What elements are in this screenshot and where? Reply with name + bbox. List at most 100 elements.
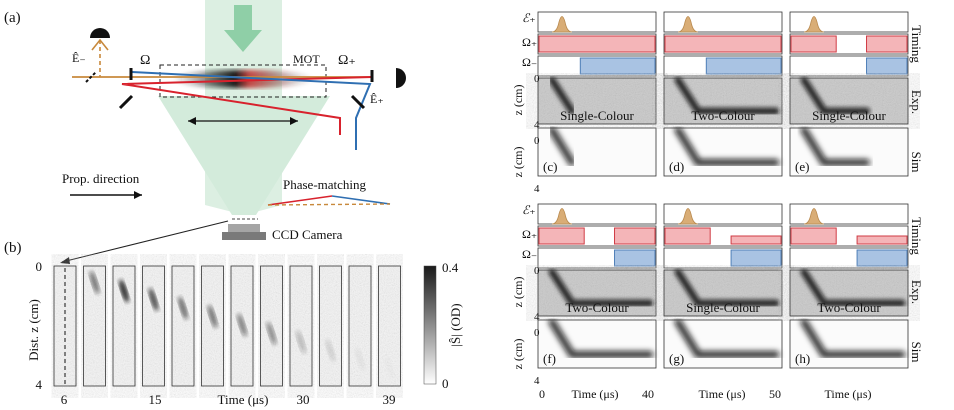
sub-panel-label: (e) bbox=[795, 159, 809, 174]
row-label-sim-bottom: Sim bbox=[909, 342, 924, 363]
b-xtick-2: 30 bbox=[297, 392, 310, 407]
b-frame-noise bbox=[83, 266, 106, 386]
b-frame-noise bbox=[349, 266, 371, 386]
omega-plus-pulse bbox=[614, 227, 656, 245]
sim-border bbox=[789, 319, 909, 369]
x-label-3: Time (μs) bbox=[825, 387, 872, 401]
b-frames bbox=[53, 265, 401, 387]
z0-a: 0 bbox=[534, 73, 540, 85]
panel-b-label: (b) bbox=[4, 240, 22, 256]
b-spinwave bbox=[325, 339, 336, 362]
colorbar-max: 0.4 bbox=[442, 260, 459, 275]
phase-matching-label: Phase-matching bbox=[283, 177, 367, 192]
b-frame-border bbox=[142, 265, 165, 387]
omega-minus-pulse bbox=[579, 57, 656, 75]
spinwave-trajectory bbox=[800, 268, 906, 307]
b-frame-noise bbox=[319, 266, 342, 386]
b-frame-border bbox=[112, 265, 136, 387]
grid-column: Two-Colour(h) bbox=[789, 203, 909, 369]
imaging-beam-cone bbox=[158, 96, 330, 215]
timing-row bbox=[789, 247, 909, 269]
exp-mode-label: Two-Colour bbox=[691, 108, 755, 123]
mirror-right bbox=[350, 94, 366, 110]
eps-label-bottom: ℰ₊ bbox=[522, 203, 536, 217]
b-frame-border bbox=[53, 265, 77, 387]
omega-plus-pulse bbox=[664, 227, 711, 245]
z-label-exp-bottom: z (cm) bbox=[511, 277, 525, 308]
timing-row bbox=[663, 11, 783, 33]
b-spinwave bbox=[148, 288, 159, 311]
z4-b: 4 bbox=[534, 183, 540, 195]
grid-column: Two-Colour (d) bbox=[663, 11, 783, 177]
omega-minus-pulse bbox=[856, 249, 908, 267]
omega-plus-pulse bbox=[866, 35, 908, 53]
sim-border bbox=[537, 319, 657, 369]
b-y-top: 0 bbox=[36, 259, 43, 274]
x-label-1: Time (μs) bbox=[572, 387, 619, 401]
omega-plus-pulse bbox=[856, 235, 908, 245]
ccd-label: CCD Camera bbox=[272, 227, 343, 242]
b-frame bbox=[260, 265, 283, 387]
x-label-2: Time (μs) bbox=[699, 387, 746, 401]
b-frame-noise bbox=[290, 266, 312, 386]
z0-b: 0 bbox=[534, 135, 540, 147]
exp-mode-label: Two-Colour bbox=[817, 300, 881, 315]
b-xtick-1: 15 bbox=[149, 392, 162, 407]
mirror-left bbox=[118, 94, 134, 110]
sub-panel-label: (g) bbox=[669, 351, 684, 366]
detector-top-icon bbox=[90, 28, 110, 38]
spinwave-trajectory bbox=[674, 318, 780, 359]
z-label-sim-bottom: z (cm) bbox=[511, 339, 525, 370]
eps-label-top: ℰ₊ bbox=[522, 11, 536, 25]
panel-a-label: (a) bbox=[4, 10, 21, 26]
b-spinwave bbox=[355, 347, 365, 371]
x-end-d: 50 bbox=[769, 387, 781, 401]
b-frame bbox=[112, 265, 136, 387]
b-frame-noise bbox=[201, 266, 224, 386]
z-label-exp-top: z (cm) bbox=[511, 85, 525, 116]
exp-border bbox=[537, 77, 657, 125]
x-start: 0 bbox=[539, 387, 545, 401]
omega-plus-pulse bbox=[790, 227, 837, 245]
omega-label: Ω bbox=[140, 53, 150, 68]
detector-right-icon bbox=[396, 68, 406, 88]
b-xtick-3: 39 bbox=[383, 392, 396, 407]
exp-mode-label: Single-Colour bbox=[812, 108, 886, 123]
sim-border bbox=[663, 319, 783, 369]
b-frame-noise bbox=[172, 266, 194, 386]
x-end-c: 40 bbox=[642, 387, 654, 401]
panel-grid: Single-Colour(c)Two-Colour(d)Single-Colo… bbox=[511, 11, 924, 401]
sim-border bbox=[663, 127, 783, 177]
timing-row bbox=[537, 225, 657, 247]
timing-row bbox=[663, 225, 783, 247]
probe-pulse bbox=[803, 208, 825, 225]
timing-row bbox=[537, 11, 657, 33]
exp-mode-label: Two-Colour bbox=[565, 300, 629, 315]
b-frame-border bbox=[171, 265, 195, 387]
blue-beam bbox=[131, 71, 372, 150]
camera-lens bbox=[228, 224, 260, 232]
z4-a: 4 bbox=[534, 119, 540, 131]
b-frame bbox=[319, 265, 342, 387]
om-plus-label-bottom: Ω₊ bbox=[522, 227, 537, 241]
spinwave-trajectory bbox=[548, 126, 576, 167]
panel-a: (a) MOT Ê₋ Ê₊ Ω Ω₊ Prop. direction bbox=[4, 0, 406, 264]
e-plus-label: Ê₊ bbox=[370, 92, 384, 106]
omega-minus-pulse bbox=[866, 57, 908, 75]
probe-pulse bbox=[677, 208, 699, 225]
row-label-timing-top: Timing bbox=[909, 25, 924, 63]
sub-panel-label: (d) bbox=[669, 159, 684, 174]
omega-plus-pulse bbox=[790, 35, 837, 53]
probe-pulse bbox=[551, 208, 573, 225]
probe-pulse bbox=[803, 16, 825, 33]
row-label-exp-bottom: Exp. bbox=[909, 280, 924, 304]
grid-column: Single-Colour(g) bbox=[663, 203, 783, 369]
omega-plus-label: Ω₊ bbox=[338, 53, 356, 68]
spinwave-trajectory bbox=[800, 126, 871, 167]
grid-column: Two-Colour(f) bbox=[537, 203, 657, 369]
e-minus-label: Ê₋ bbox=[72, 51, 86, 65]
red-beam bbox=[121, 76, 373, 135]
timing-row bbox=[789, 55, 909, 77]
mot-label: MOT bbox=[293, 52, 320, 66]
omega-plus-pulse bbox=[730, 235, 782, 245]
